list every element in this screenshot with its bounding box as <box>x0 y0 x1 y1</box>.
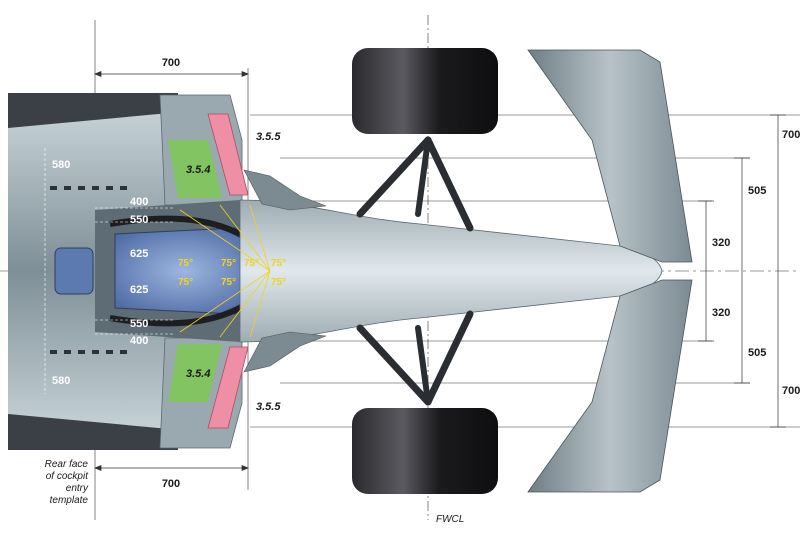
fwcl-label: FWCL <box>436 514 464 525</box>
dim-label-400-bottom: 400 <box>130 335 148 347</box>
dim-700-bottom <box>94 464 249 472</box>
dim-label-right-320-top: 320 <box>712 237 730 249</box>
dim-700-top <box>94 70 249 78</box>
green-zone-bottom <box>168 344 222 402</box>
front-wing-top <box>527 49 693 263</box>
dim-label-580-bottom: 580 <box>52 375 70 387</box>
dim-label-550-top: 550 <box>130 214 148 226</box>
dim-label-right-700-top: 700 <box>782 129 800 141</box>
dim-label-right-700-bottom: 700 <box>782 385 800 397</box>
front-suspension <box>356 136 474 406</box>
front-wing-bottom <box>527 279 693 493</box>
right-dim-lines <box>698 114 786 428</box>
dim-label-right-320-bottom: 320 <box>712 307 730 319</box>
dim-label-400-top: 400 <box>130 196 148 208</box>
angle-label-7: 75° <box>271 277 286 288</box>
ref-354-top: 3.5.4 <box>186 164 210 176</box>
dim-label-right-505-top: 505 <box>748 185 766 197</box>
green-zone-top <box>168 140 222 198</box>
angle-label-5: 75° <box>244 258 259 269</box>
angle-label-3: 75° <box>221 258 236 269</box>
rear-face-note-2: of cockpit <box>46 471 89 482</box>
nose <box>239 199 663 343</box>
dim-label-700-bottom: 700 <box>162 478 180 490</box>
angle-lines <box>179 204 271 338</box>
angle-label-1: 75° <box>178 258 193 269</box>
dim-label-700-top: 700 <box>162 57 180 69</box>
angle-label-4: 75° <box>221 277 236 288</box>
dim-label-550-bottom: 550 <box>130 318 148 330</box>
ref-354-bottom: 3.5.4 <box>186 368 210 380</box>
louvres <box>50 186 127 354</box>
rear-face-note-4: template <box>50 495 89 506</box>
inner-dim-lines <box>44 148 175 394</box>
dim-label-625-top: 625 <box>130 248 148 260</box>
angle-label-2: 75° <box>178 277 193 288</box>
rear-face-note-3: entry <box>66 483 89 494</box>
airbox <box>54 247 94 295</box>
front-tyre-bottom <box>352 408 498 494</box>
dim-label-right-505-bottom: 505 <box>748 347 766 359</box>
bargeboard-bottom <box>243 331 327 373</box>
pink-zone-bottom <box>207 346 249 429</box>
cockpit <box>95 200 316 342</box>
ref-355-bottom: 3.5.5 <box>256 401 281 413</box>
bargeboard-top <box>243 169 327 211</box>
dim-label-625-bottom: 625 <box>130 284 148 296</box>
angle-label-6: 75° <box>271 258 286 269</box>
front-tyre-top <box>352 48 498 134</box>
dim-label-580-top: 580 <box>52 159 70 171</box>
rear-face-note-1: Rear face <box>45 459 89 470</box>
pink-zone-top <box>207 113 249 196</box>
ref-355-top: 3.5.5 <box>256 131 281 143</box>
